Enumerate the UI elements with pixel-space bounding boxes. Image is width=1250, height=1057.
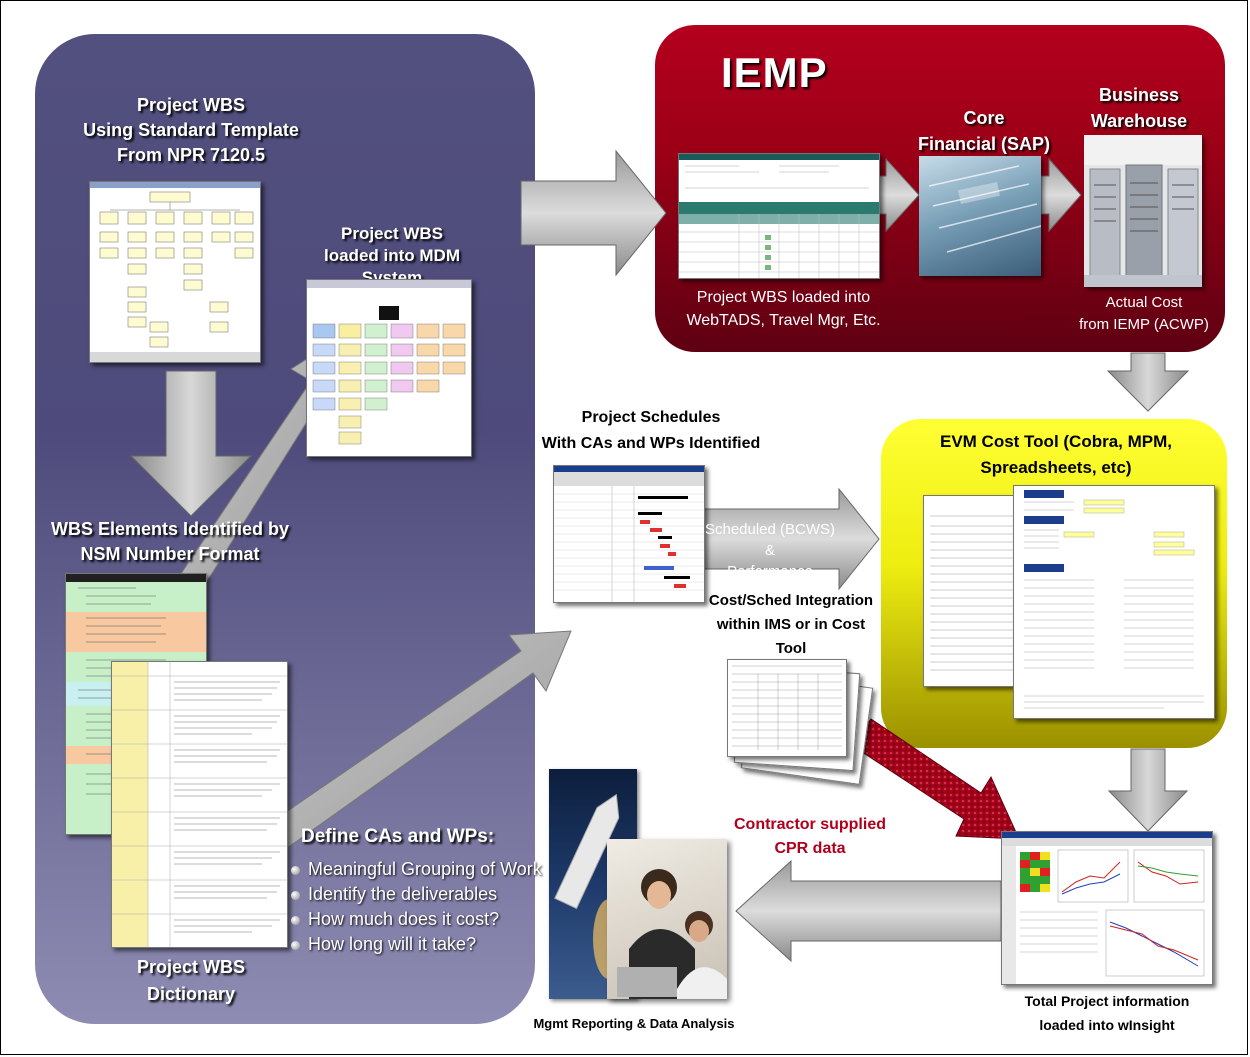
wbs-template-image (89, 181, 261, 363)
mdm-title: Project WBS loaded into MDM System (324, 224, 460, 287)
project-schedules-title: Project Schedules With CAs and WPs Ident… (541, 409, 761, 452)
bcws-bcwp-label: Scheduled (BCWS) & Performance (BCWP) (704, 521, 836, 601)
define-cas-wps-title: Define CAs and WPs: (301, 826, 495, 847)
mdm-system-image (306, 279, 472, 457)
server-racks-photo (1084, 135, 1202, 287)
wbs-dictionary-image (111, 661, 288, 948)
wbs-template-title: Project WBS Using Standard Template From… (83, 95, 299, 165)
actual-cost-caption: Actual Cost from IEMP (ACWP) (1079, 294, 1209, 333)
arrow-winsight-to-mgmt (735, 859, 1002, 963)
arrow-to-iemp (520, 149, 667, 277)
bullet-icon (291, 865, 300, 875)
define-item: How much does it cost? (291, 907, 542, 932)
arrow-sap-to-warehouse (1040, 157, 1082, 233)
bullet-icon (291, 940, 300, 950)
evm-cost-tool-title: EVM Cost Tool (Cobra, MPM, Spreadsheets,… (939, 432, 1172, 477)
define-item: Meaningful Grouping of Work (291, 857, 542, 882)
winsight-label: Total Project information loaded into wI… (1024, 993, 1190, 1033)
webtads-screenshot (678, 153, 880, 279)
winsight-screenshot (1001, 831, 1213, 985)
arrow-to-schedules (250, 630, 572, 862)
sap-screen-photo (919, 156, 1041, 276)
webtads-caption: Project WBS loaded into WebTADS, Travel … (686, 289, 881, 329)
define-item: Identify the deliverables (291, 882, 542, 907)
arrow-screenshot-to-sap (876, 157, 920, 233)
cpr-report-stack (721, 659, 874, 785)
contractor-cpr-label: Contractor supplied CPR data (733, 816, 886, 857)
arrow-evm-to-winsight (1107, 748, 1189, 832)
define-item: How long will it take? (291, 932, 542, 957)
arrow-iemp-to-evm (1106, 352, 1190, 412)
wbs-dictionary-title: Project WBS Dictionary (136, 957, 246, 1004)
arrow-schedules-to-evm (700, 487, 880, 591)
arrow-cpr-to-winsight (852, 718, 1020, 840)
cost-sched-integration-label: Cost/Sched Integration within IMS or in … (708, 592, 874, 657)
business-warehouse-title: Business Warehouse (1090, 85, 1188, 131)
core-financial-title: Core Financial (SAP) (917, 108, 1051, 154)
bullet-icon (291, 890, 300, 900)
evm-input-form-image (1013, 485, 1215, 719)
arrow-template-to-elements (129, 370, 253, 517)
wbs-elements-title: WBS Elements Identified by NSM Number Fo… (50, 519, 290, 564)
analysts-photo (607, 839, 727, 999)
iemp-title: IEMP (721, 49, 828, 96)
bullet-icon (291, 915, 300, 925)
ms-project-screenshot (553, 465, 705, 603)
mgmt-reporting-label: Mgmt Reporting & Data Analysis (533, 1016, 735, 1031)
define-cas-wps-list: Meaningful Grouping of Work Identify the… (291, 857, 542, 957)
